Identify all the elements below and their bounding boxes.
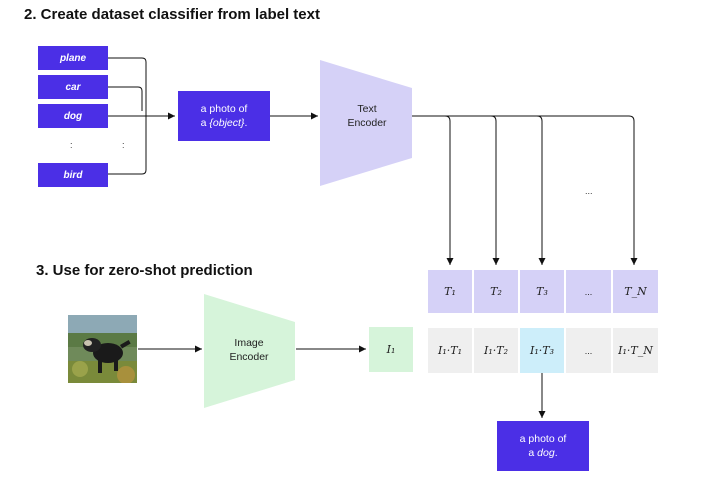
text-embedding-t3: T₃ xyxy=(520,270,564,313)
step2-title: 2. Create dataset classifier from label … xyxy=(24,6,320,23)
text-encoder-label: Text Encoder xyxy=(347,103,387,129)
label-ellipsis-left: : xyxy=(70,140,73,150)
prompt-object: {object} xyxy=(209,117,245,129)
result-object: dog xyxy=(537,447,555,459)
text-encoder-shape xyxy=(320,60,412,186)
similarity-ellipsis: ... xyxy=(566,328,611,373)
similarity-i1-tn: I₁·T_N xyxy=(613,328,658,373)
similarity-i1-t2: I₁·T₂ xyxy=(474,328,518,373)
label-plane: plane xyxy=(38,46,108,70)
similarity-i1-t1: I₁·T₁ xyxy=(428,328,472,373)
prompt-line1: a photo of xyxy=(200,103,248,115)
image-encoder-shape xyxy=(204,294,295,408)
result-line1: a photo of xyxy=(519,433,567,445)
text-embedding-t1: T₁ xyxy=(428,270,472,313)
text-embedding-tn: T_N xyxy=(613,270,658,313)
result-line2: a dog. xyxy=(528,447,558,459)
image-encoder-label: Image Encoder xyxy=(229,337,269,363)
label-ellipsis-right: : xyxy=(122,140,125,150)
step3-title: 3. Use for zero-shot prediction xyxy=(36,262,253,279)
text-embedding-t2: T₂ xyxy=(474,270,518,313)
label-bird: bird xyxy=(38,163,108,187)
prediction-result-box: a photo of a dog. xyxy=(497,421,589,471)
prompt-template-box: a photo of a {object}. xyxy=(178,91,270,141)
encoder-output-ellipsis: ... xyxy=(585,186,593,196)
image-embedding-i1: I₁ xyxy=(369,327,413,372)
similarity-i1-t3-highlight: I₁·T₃ xyxy=(520,328,564,373)
label-dog: dog xyxy=(38,104,108,128)
input-dog-photo xyxy=(68,315,137,383)
prompt-line2: a {object}. xyxy=(200,117,248,129)
text-embedding-ellipsis: ... xyxy=(566,270,611,313)
label-car: car xyxy=(38,75,108,99)
